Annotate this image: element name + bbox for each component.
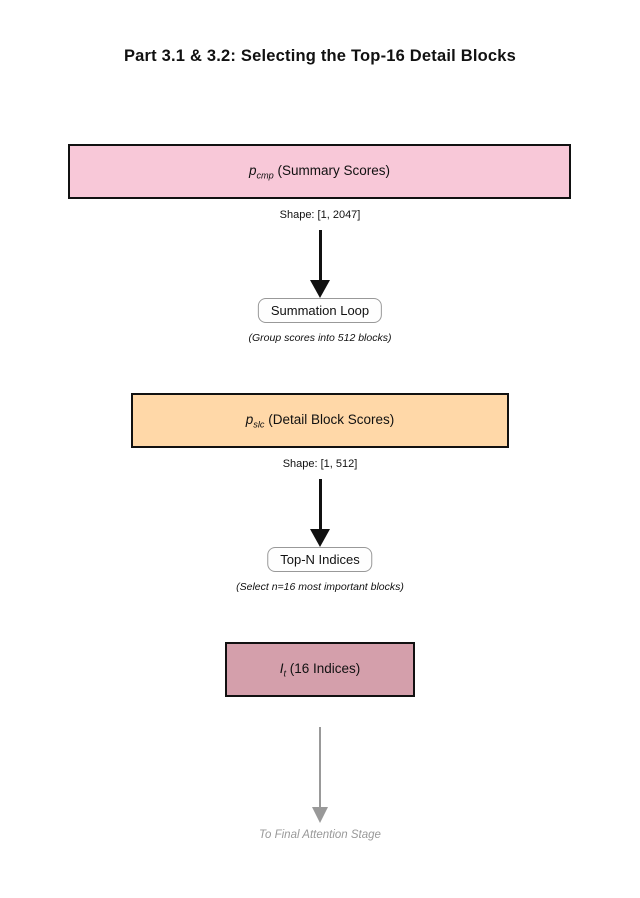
arrow-line bbox=[318, 479, 322, 529]
arrow-head-icon bbox=[310, 529, 330, 547]
arrow-line bbox=[318, 230, 322, 280]
arrow-head-icon bbox=[310, 280, 330, 298]
node-selected-indices-label: It (16 Indices) bbox=[279, 660, 361, 679]
top-n-indices-note: (Select n=16 most important blocks) bbox=[236, 581, 404, 593]
node-summary-scores-label: pcmp (Summary Scores) bbox=[248, 162, 391, 181]
arrow-head-icon bbox=[312, 807, 328, 823]
node-detail-block-scores: pslc (Detail Block Scores) bbox=[131, 393, 509, 448]
final-stage-caption: To Final Attention Stage bbox=[259, 829, 381, 841]
node-summary-scores: pcmp (Summary Scores) bbox=[68, 144, 571, 199]
arrow-line bbox=[319, 727, 321, 807]
summation-loop-note: (Group scores into 512 blocks) bbox=[248, 332, 392, 344]
detail-shape-caption: Shape: [1, 512] bbox=[282, 458, 358, 470]
node-summation-loop: Summation Loop bbox=[257, 298, 383, 323]
node-selected-indices: It (16 Indices) bbox=[225, 642, 415, 697]
node-top-n-indices: Top-N Indices bbox=[267, 547, 373, 572]
diagram-title: Part 3.1 & 3.2: Selecting the Top-16 Det… bbox=[123, 47, 517, 65]
summary-shape-caption: Shape: [1, 2047] bbox=[279, 209, 361, 221]
node-detail-block-scores-label: pslc (Detail Block Scores) bbox=[245, 411, 395, 430]
